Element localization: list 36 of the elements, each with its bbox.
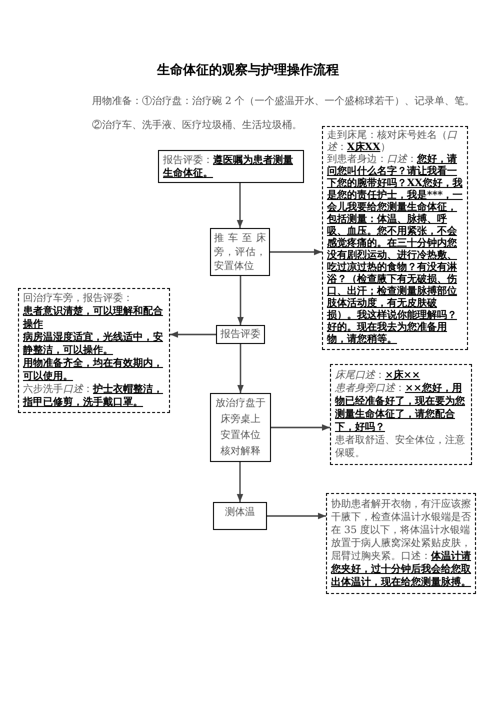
note-text: 到患者身边：口述：您好，请问您叫什么名字？请让我看一下您的腕带好吗？XX您好，我是您的责任护士，我是***，一会儿我要给您测量生命体征，包括测量：体温、脉搏、呼吸、血压。您不用紧张，不会感觉疼痛的。在三十分钟内您没有剧烈运动、进行冷热敷、吃过凉过热的食物？有没有淋浴？（检查腋下有无破损、伤口、出汗；检查测量脉搏部位肢体活动度，有无皮肤破损）。我这样说你能理解吗？好的。现在我去为您准备用物，请您稍等。 bbox=[327, 154, 463, 346]
note-text: 走到床尾：核对床号姓名（口述：X床XX） bbox=[327, 130, 458, 154]
note-text: 床尾口述：×床×× bbox=[335, 369, 422, 382]
box-label: 核对解释 bbox=[220, 444, 262, 459]
arrow bbox=[267, 512, 326, 520]
box-label: 测体温 bbox=[224, 506, 256, 519]
arrow bbox=[236, 183, 244, 228]
box-label: 报告评委：遵医嘱为患者测量生命体征。 bbox=[163, 154, 294, 180]
title: 生命体征的观察与护理操作流程 bbox=[156, 63, 340, 79]
materials-note: ②治疗车、洗手液、医疗垃圾桶、生活垃圾桶。 bbox=[92, 119, 302, 132]
note-box bbox=[322, 126, 468, 350]
process-box bbox=[213, 502, 267, 530]
process-box bbox=[210, 393, 271, 462]
arrow bbox=[237, 276, 244, 325]
note-text: 六步洗手口述：护士衣帽整洁，指甲已修剪，洗手戴口罩。 bbox=[23, 383, 164, 409]
arrow bbox=[237, 344, 244, 393]
arrow bbox=[270, 248, 322, 256]
note-text: 回治疗车旁，报告评委： bbox=[23, 292, 134, 305]
materials-note: 用物准备：①治疗盘：治疗碗 2 个（一个盛温开水、一个盛棉球若干）、记录单、笔。 bbox=[92, 95, 475, 108]
box-label: 放治疗盘于床旁桌上 bbox=[215, 396, 266, 427]
box-label: 推车至床旁，评估，安置体位 bbox=[214, 232, 266, 274]
note-text: 用物准备齐全，均在有效期内，可以使用。 bbox=[23, 357, 164, 383]
box-label: 安置体位 bbox=[220, 428, 262, 443]
process-box bbox=[158, 150, 304, 183]
arrow bbox=[170, 331, 216, 338]
note-text: 患者取舒适、安全体位，注意保暖。 bbox=[335, 434, 466, 460]
process-box bbox=[216, 325, 265, 344]
box-label: 报告评委 bbox=[220, 328, 262, 341]
note-text: 协助患者解开衣物，有汗应该擦干腋下，检查体温计水银端是否在 35 度以下，将体温计水银端放置于病人腋窝深处紧贴皮肤，屈臂过胸夹紧。口述：体温计请您夹好，过十分钟后我会给您取出体温计，现在给您测量脉搏。 bbox=[331, 498, 471, 589]
arrow bbox=[271, 424, 330, 431]
note-text: 患者身旁口述：××您好，用物已经准备好了，现在要为您测量生命体征了，请您配合下，好吗？ bbox=[335, 382, 466, 434]
arrow bbox=[236, 462, 244, 502]
note-box bbox=[18, 288, 170, 413]
note-box bbox=[330, 364, 472, 465]
note-text: 患者意识清楚，可以理解和配合操作 bbox=[23, 305, 164, 331]
note-text: 病房温湿度适宜，光线适中，安静整洁，可以操作。 bbox=[23, 331, 164, 357]
